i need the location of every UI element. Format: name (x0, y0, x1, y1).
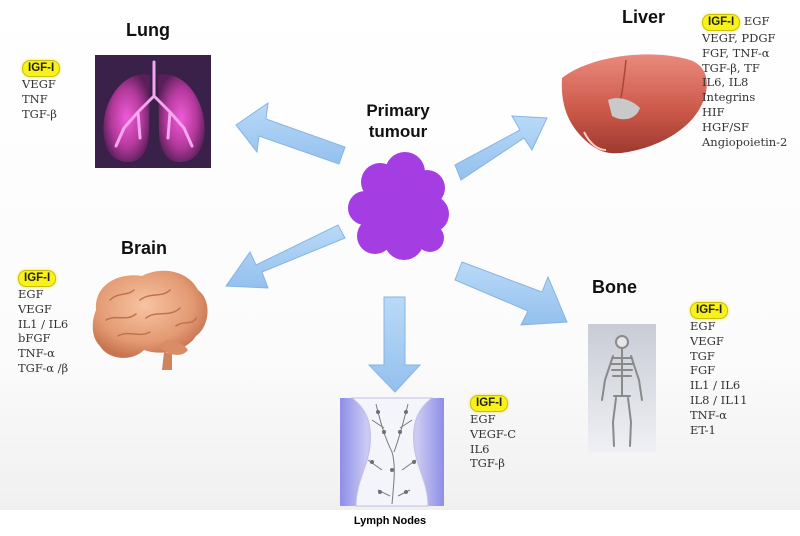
igf-badge: IGF-I (18, 270, 57, 287)
list-item: IL1 / IL6 (690, 378, 741, 393)
list-item: IL1 / IL6 (18, 316, 69, 331)
list-item: IL6, IL8 (702, 75, 749, 90)
igf-badge: IGF-I (702, 14, 741, 31)
list-item: IL6 (470, 441, 490, 456)
lung-title: Lung (126, 20, 170, 40)
list-item: bFGF (18, 331, 51, 346)
igf-badge: IGF-I (470, 395, 509, 412)
igf-badge: IGF-I (22, 60, 61, 77)
liver-factor-list: IGF-I EGF VEGF, PDGF FGF, TNF-α TGF-β, T… (702, 14, 787, 149)
arrow-to-brain (225, 224, 346, 289)
list-item: TGF-α /β (18, 360, 69, 375)
list-item: HIF (702, 104, 725, 119)
brain-icon (92, 270, 208, 370)
bone-icon (588, 324, 656, 452)
arrow-to-lung (235, 101, 346, 165)
lymph-nodes-caption: Lymph Nodes (353, 515, 427, 527)
list-item: IL8 / IL11 (690, 392, 748, 407)
liver-title: Liver (622, 7, 666, 27)
bottom-strip (0, 510, 800, 536)
list-item: Integrins (702, 90, 756, 105)
primary-tumour-label: Primary tumour (366, 101, 430, 141)
list-item: HGF/SF (702, 119, 749, 134)
list-item: Angiopoietin-2 (702, 134, 788, 149)
list-item: TGF-β (470, 456, 505, 471)
bone-factor-list: IGF-I EGF VEGF TGF FGF IL1 / IL6 IL8 / I… (690, 302, 748, 437)
primary-tumour-icon (348, 152, 449, 260)
list-item: EGF (18, 287, 44, 301)
list-item: EGF (743, 14, 770, 28)
bone-title: Bone (592, 277, 637, 297)
list-item: VEGF-C (470, 426, 517, 441)
igf-badge: IGF-I (690, 302, 729, 319)
lung-factor-list: IGF-I VEGF TNF TGF-β (22, 60, 61, 121)
list-item: FGF, TNF-α (702, 45, 770, 60)
list-item: TNF-α (18, 346, 55, 361)
list-item: EGF (690, 319, 716, 333)
arrow-to-lymph-nodes (367, 296, 422, 393)
list-item: FGF (690, 363, 716, 378)
lung-icon (95, 55, 211, 168)
lymph-nodes-icon (340, 397, 444, 507)
lymph-factor-list: IGF-I EGF VEGF-C IL6 TGF-β (470, 395, 516, 471)
arrow-to-bone (454, 261, 568, 326)
brain-factor-list: IGF-I EGF VEGF IL1 / IL6 bFGF TNF-α TGF-… (18, 270, 68, 376)
list-item: VEGF (22, 77, 56, 91)
brain-title: Brain (121, 238, 168, 258)
list-item: VEGF (690, 333, 724, 348)
list-item: EGF (470, 412, 496, 426)
list-item: TGF (690, 348, 715, 363)
arrow-to-liver (454, 115, 548, 181)
list-item: TGF-β (22, 106, 57, 121)
list-item: ET-1 (690, 422, 716, 437)
list-item: TGF-β, TF (702, 60, 760, 75)
list-item: VEGF (18, 301, 52, 316)
list-item: TNF-α (690, 407, 727, 422)
list-item: VEGF, PDGF (702, 31, 776, 45)
list-item: TNF (22, 91, 48, 106)
liver-icon (561, 54, 707, 154)
